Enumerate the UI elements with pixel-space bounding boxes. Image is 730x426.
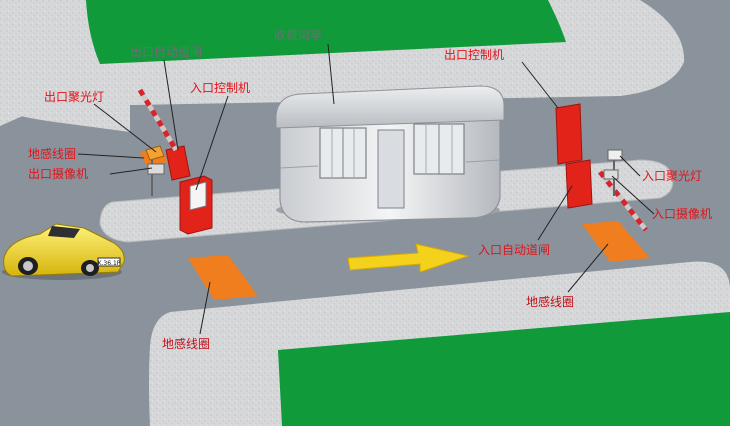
label-exit-spotlight: 出口聚光灯 (44, 90, 104, 104)
car: K.36.1P (2, 223, 125, 280)
label-entry-camera: 入口摄像机 (652, 206, 712, 221)
entry-gate-right (598, 170, 648, 232)
leader-lines (77, 43, 655, 335)
direction-arrow (347, 243, 470, 273)
left-curb (0, 86, 130, 132)
label-loop-bottom: 地感线圈 (162, 336, 210, 351)
label-entry-spotlight: 入口聚光灯 (642, 169, 702, 183)
label-entry-gate: 入口自动道闸 (478, 243, 550, 257)
exit-controller-right (555, 103, 593, 209)
toll-booth (275, 85, 505, 223)
label-exit-loop-left: 地感线圈 (28, 146, 76, 161)
entry-controller-left (179, 175, 213, 235)
exit-camera (147, 163, 165, 175)
label-entry-controller-left: 入口控制机 (190, 81, 250, 95)
label-exit-controller-right: 出口控制机 (444, 48, 504, 62)
ground-loop-right (582, 221, 650, 262)
bottom-lawn (278, 312, 730, 426)
label-exit-camera: 出口摄像机 (28, 166, 88, 181)
label-loop-right: 地感线圈 (526, 294, 574, 309)
ground-loop-left (188, 255, 258, 300)
label-toll-booth: 收费岗亭 (274, 27, 322, 42)
license-plate: K.36.1P (98, 260, 121, 267)
label-exit-gate-top: 出口自动道闸 (130, 45, 202, 59)
entry-camera (603, 169, 619, 180)
top-lawn (86, 0, 566, 64)
